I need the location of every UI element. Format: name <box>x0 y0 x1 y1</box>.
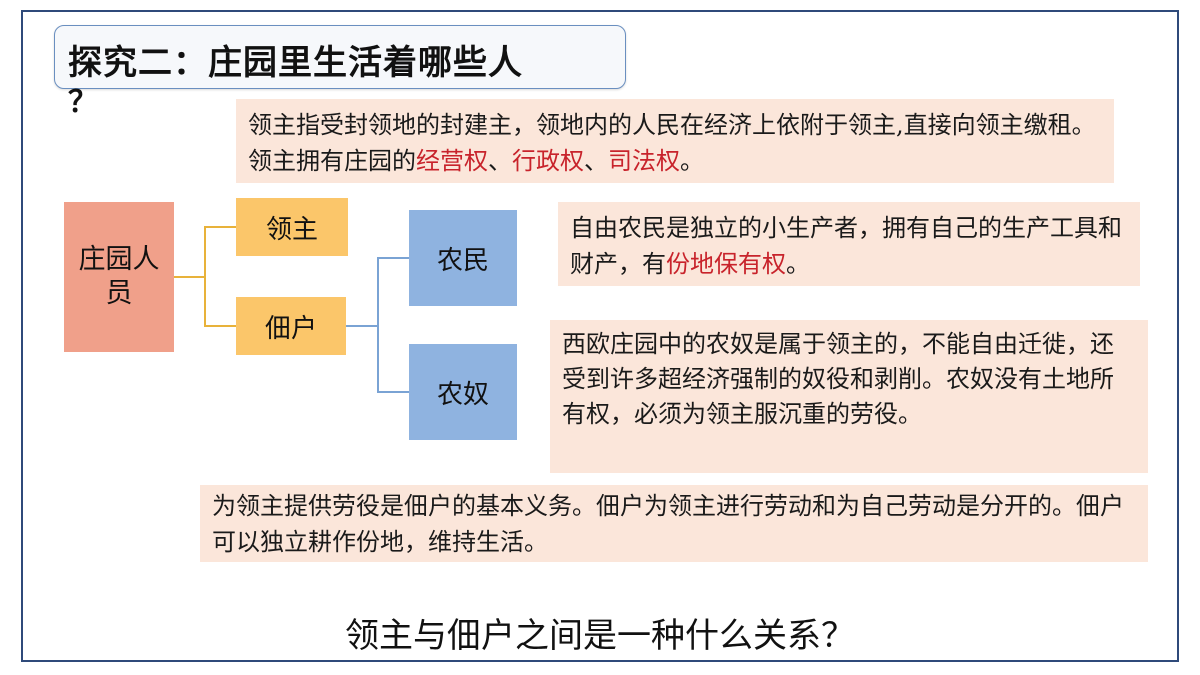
page-title: 探究二：庄园里生活着哪些人 <box>68 43 523 83</box>
node-free-farmer: 农民 <box>409 210 517 306</box>
lord-note-sep1: 、 <box>488 147 512 175</box>
root-node-manor-people: 庄园人员 <box>64 202 174 352</box>
free-farmer-note-text: 自由农民是独立的小生产者，拥有自己的生产工具和财产，有 <box>570 214 1122 278</box>
node-lord: 领主 <box>236 198 348 256</box>
serf-note: 西欧庄园中的农奴是属于领主的，不能自由迁徙，还受到许多超经济强制的奴役和剥削。农… <box>550 320 1148 473</box>
node-tenant: 佃户 <box>236 297 346 355</box>
tenant-note: 为领主提供劳役是佃户的基本义务。佃户为领主进行劳动和为自己劳动是分开的。佃户可以… <box>200 485 1148 562</box>
free-farmer-note: 自由农民是独立的小生产者，拥有自己的生产工具和财产，有份地保有权。 <box>558 202 1140 286</box>
connector-root-level1 <box>174 226 236 327</box>
right-land-tenure: 份地保有权 <box>666 250 786 278</box>
title-question-mark: ？ <box>68 85 98 120</box>
lord-note-sep2: 、 <box>584 147 608 175</box>
lord-note: 领主指受封领地的封建主，领地内的人民在经济上依附于领主,直接向领主缴租。领主拥有… <box>236 99 1114 183</box>
slide-frame <box>21 10 1179 662</box>
lord-note-text: 领主指受封领地的封建主，领地内的人民在经济上依附于领主,直接向领主缴租。领主拥有… <box>248 111 1096 175</box>
right-administration: 行政权 <box>512 147 584 175</box>
free-farmer-note-end: 。 <box>786 250 810 278</box>
node-serf: 农奴 <box>409 344 517 440</box>
right-operation: 经营权 <box>416 147 488 175</box>
right-judicial: 司法权 <box>608 147 680 175</box>
connector-tenant-level2 <box>346 257 409 393</box>
title-box <box>54 25 626 89</box>
discussion-question: 领主与佃户之间是一种什么关系？ <box>345 616 855 656</box>
lord-note-end: 。 <box>680 147 704 175</box>
